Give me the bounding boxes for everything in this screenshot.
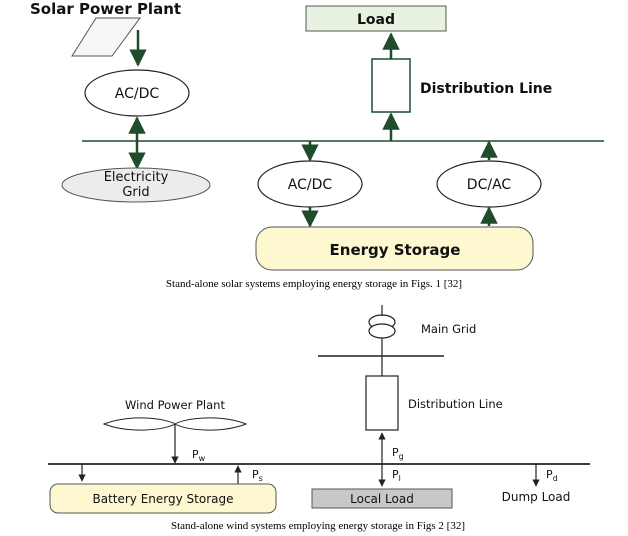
wind-blade-right-icon [174,417,248,431]
wind-blade-left-icon [102,417,176,431]
electricity-grid-label-1: Electricity [104,170,169,185]
distribution-line-label-2: Distribution Line [408,397,503,411]
acdc-left-label: AC/DC [115,86,160,102]
pg-label: Pg [392,446,404,461]
energy-storage-label: Energy Storage [330,241,461,259]
distribution-line-resistor-2 [365,375,399,431]
figure-1: Solar Power Plant AC/DC Electricity Grid… [30,0,604,290]
energy-storage-box [255,226,534,271]
figure-2: Main Grid Distribution Line Wind Power P… [48,305,590,532]
pl-label: Pl [392,468,401,483]
figure-1-caption: Stand-alone solar systems employing ener… [166,278,462,290]
electricity-grid-node [61,167,211,203]
acdc-mid-label: AC/DC [288,177,333,193]
local-load-label: Local Load [350,492,414,506]
dump-load-label: Dump Load [502,490,571,504]
distribution-line-resistor [371,58,411,113]
ps-label: Ps [252,468,263,483]
load-label: Load [357,12,395,28]
solar-power-plant-label: Solar Power Plant [30,0,181,18]
electricity-grid-label-2: Grid [122,185,149,200]
dcac-right-label: DC/AC [467,177,512,193]
battery-energy-storage-label: Battery Energy Storage [92,492,233,506]
distribution-line-label: Distribution Line [420,81,552,97]
main-grid-label: Main Grid [421,322,476,336]
load-box [305,5,447,32]
pd-label: Pd [546,468,558,483]
pw-label: Pw [192,448,206,463]
figure-2-caption: Stand-alone wind systems employing energ… [171,520,465,532]
local-load-box [311,488,453,509]
transformer-coil-bottom-icon [368,323,396,339]
acdc-left-node [84,69,190,117]
wind-power-plant-label: Wind Power Plant [125,398,225,412]
solar-panel-icon [71,17,141,57]
battery-energy-storage-box [49,483,277,514]
